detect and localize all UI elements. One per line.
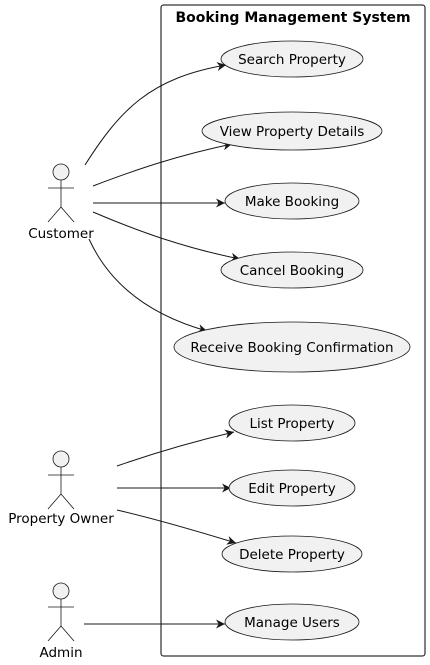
usecase-cancel-booking[interactable]: Cancel Booking <box>220 251 364 289</box>
actor-left-leg <box>47 625 62 642</box>
actor-right-leg <box>60 625 75 642</box>
usecase-ellipse <box>220 40 364 78</box>
system-boundary: Booking Management System <box>160 4 426 657</box>
usecase-manage-users[interactable]: Manage Users <box>224 603 360 641</box>
usecase-list-property[interactable]: List Property <box>228 404 356 442</box>
actor-left-leg <box>47 493 62 510</box>
actor-label: Admin <box>39 645 82 661</box>
usecase-view-property-details[interactable]: View Property Details <box>201 111 383 151</box>
usecase-make-booking[interactable]: Make Booking <box>224 182 360 220</box>
actor-customer[interactable]: Customer <box>28 163 94 242</box>
association-arrow-customer-to-cancel-booking <box>92 211 241 262</box>
usecase-delete-property[interactable]: Delete Property <box>221 535 363 573</box>
usecase-label: Search Property <box>238 52 346 68</box>
usecase-edit-property[interactable]: Edit Property <box>228 469 356 507</box>
usecase-ellipse <box>224 182 360 220</box>
actor-head <box>52 163 70 181</box>
association-arrow-customer-to-view-property-details <box>92 141 233 187</box>
actor-head <box>52 450 70 468</box>
actor-admin[interactable]: Admin <box>39 582 83 661</box>
usecase-search-property[interactable]: Search Property <box>220 40 364 78</box>
actor-right-leg <box>60 493 75 510</box>
actor-left-leg <box>47 206 62 223</box>
actor-property-owner[interactable]: Property Owner <box>8 450 114 527</box>
system-boundary-frame <box>160 4 426 657</box>
association-arrow-property-owner-to-list-property <box>116 429 235 467</box>
usecase-receive-booking-confirmation[interactable]: Receive Booking Confirmation <box>173 321 411 373</box>
actor-label: Property Owner <box>8 511 114 527</box>
usecase-ellipse <box>221 535 363 573</box>
associations <box>84 62 241 629</box>
system-title: Booking Management System <box>175 10 410 26</box>
usecase-ellipse <box>224 603 360 641</box>
usecase-label: Manage Users <box>244 615 340 631</box>
actor-right-leg <box>60 206 75 223</box>
actor-head <box>52 582 70 600</box>
usecase-ellipse <box>173 321 411 373</box>
usecase-ellipse <box>220 251 364 289</box>
association-arrow-property-owner-to-delete-property <box>116 509 237 545</box>
association-arrow-customer-to-receive-booking-confirmation <box>88 238 208 333</box>
association-arrow-customer-to-search-property <box>84 62 227 166</box>
usecase-ellipse <box>201 111 383 151</box>
actor-label: Customer <box>28 226 94 242</box>
usecase-ellipse <box>228 404 356 442</box>
usecase-label: List Property <box>249 416 334 432</box>
usecase-label: Make Booking <box>245 194 339 210</box>
usecase-label: Delete Property <box>239 547 345 563</box>
usecase-label: View Property Details <box>220 124 365 140</box>
usecase-ellipse <box>228 469 356 507</box>
usecase-label: Cancel Booking <box>240 263 345 279</box>
usecase-label: Edit Property <box>248 481 336 497</box>
usecase-label: Receive Booking Confirmation <box>190 340 393 356</box>
